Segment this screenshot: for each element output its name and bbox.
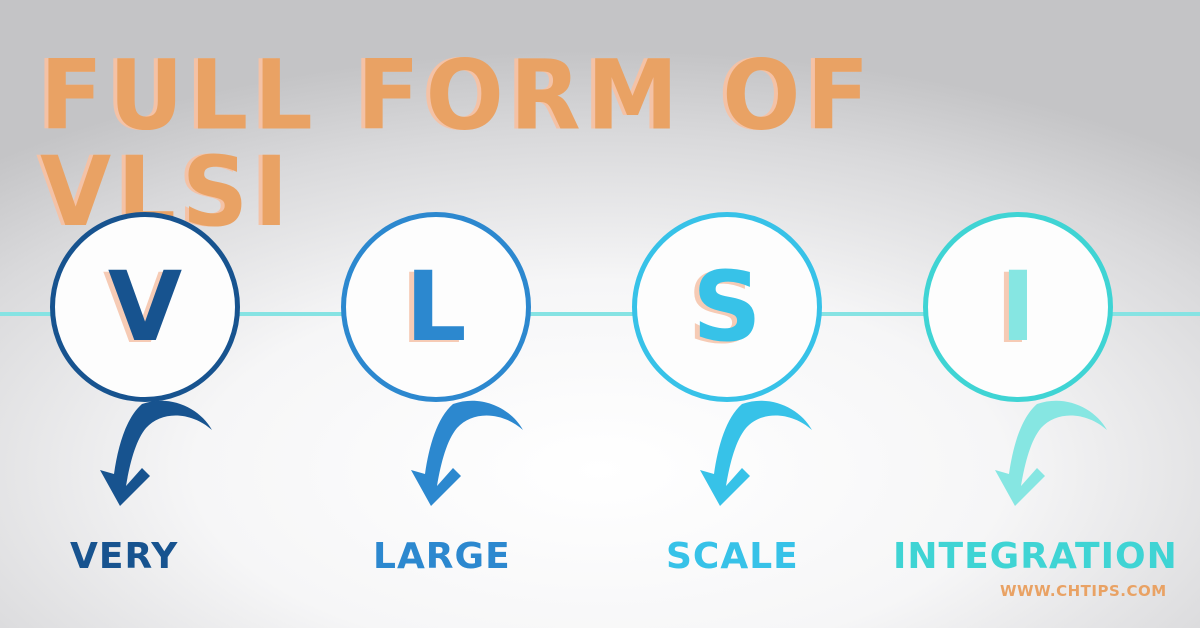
letter-s: S: [692, 251, 762, 363]
connector-line: [0, 312, 1200, 316]
letter-circle-l: L: [341, 212, 531, 402]
word-large: LARGE: [373, 536, 511, 577]
letter-circle-v: V: [50, 212, 240, 402]
letter-circle-i: I: [923, 212, 1113, 402]
letter-circle-s: S: [632, 212, 822, 402]
letter-i: I: [1000, 251, 1036, 363]
website-watermark: WWW.CHTIPS.COM: [1000, 582, 1167, 600]
letter-v: V: [107, 251, 183, 363]
curved-arrow-down-icon: [411, 400, 523, 506]
curved-arrow-down-icon: [995, 400, 1107, 506]
word-very: VERY: [70, 536, 179, 577]
word-integration: INTEGRATION: [893, 536, 1178, 577]
word-scale: SCALE: [666, 536, 799, 577]
curved-arrow-down-icon: [100, 400, 212, 506]
page-title: FULL FORM OF VLSI: [40, 39, 876, 248]
letter-l: L: [405, 251, 467, 363]
curved-arrow-down-icon: [700, 400, 812, 506]
